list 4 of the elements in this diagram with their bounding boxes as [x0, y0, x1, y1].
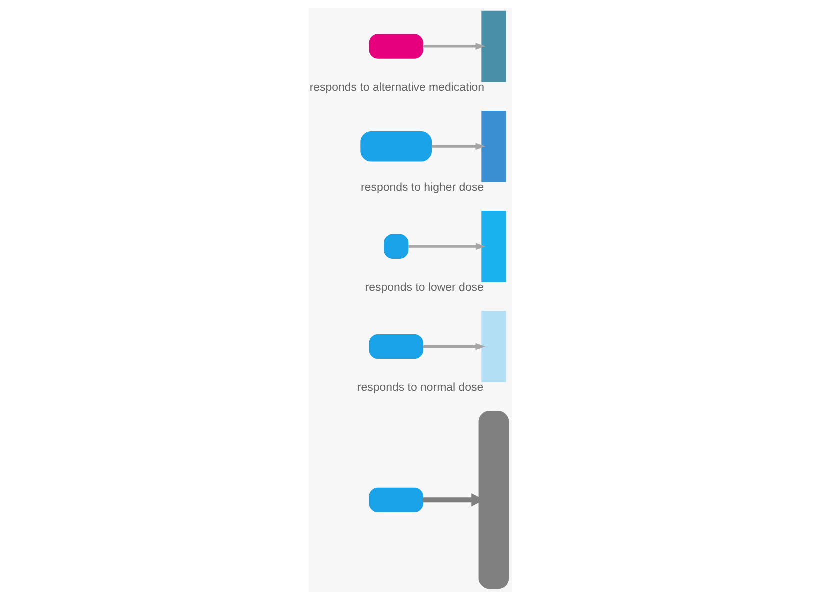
node-label: responds to lower dose	[364, 282, 484, 294]
node-label: responds to normal dose	[356, 382, 484, 394]
node-label: responds to higher dose	[360, 182, 484, 194]
node-label: responds to alternative medication	[309, 82, 484, 94]
